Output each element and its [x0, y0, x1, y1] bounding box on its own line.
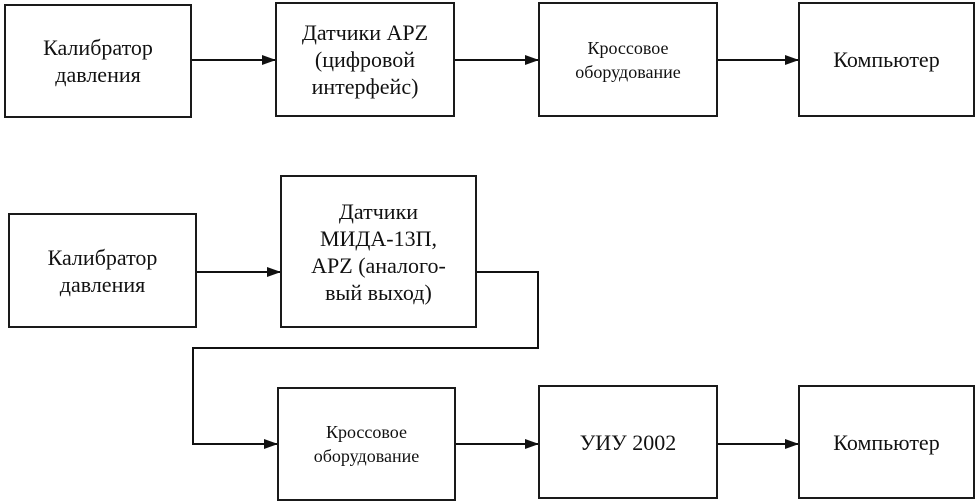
calibrator-box-1: Калибратор давления: [4, 4, 192, 118]
calibrator-box-2: Калибратор давления: [8, 213, 197, 328]
arrow-r2-2: [192, 271, 539, 449]
apz-digital-sensors-box: Датчики APZ (цифровой интерфейс): [275, 2, 455, 117]
uiu-2002-box: УИУ 2002: [538, 385, 718, 499]
computer-box-1: Компьютер: [798, 2, 975, 117]
mida-apz-analog-sensors-box: Датчики МИДА-13П, APZ (аналого- вый выхо…: [280, 175, 477, 328]
cross-equipment-box-1: Кроссовое оборудование: [538, 2, 718, 117]
cross-equipment-box-2: Кроссовое оборудование: [277, 387, 456, 501]
computer-box-2: Компьютер: [798, 385, 975, 499]
